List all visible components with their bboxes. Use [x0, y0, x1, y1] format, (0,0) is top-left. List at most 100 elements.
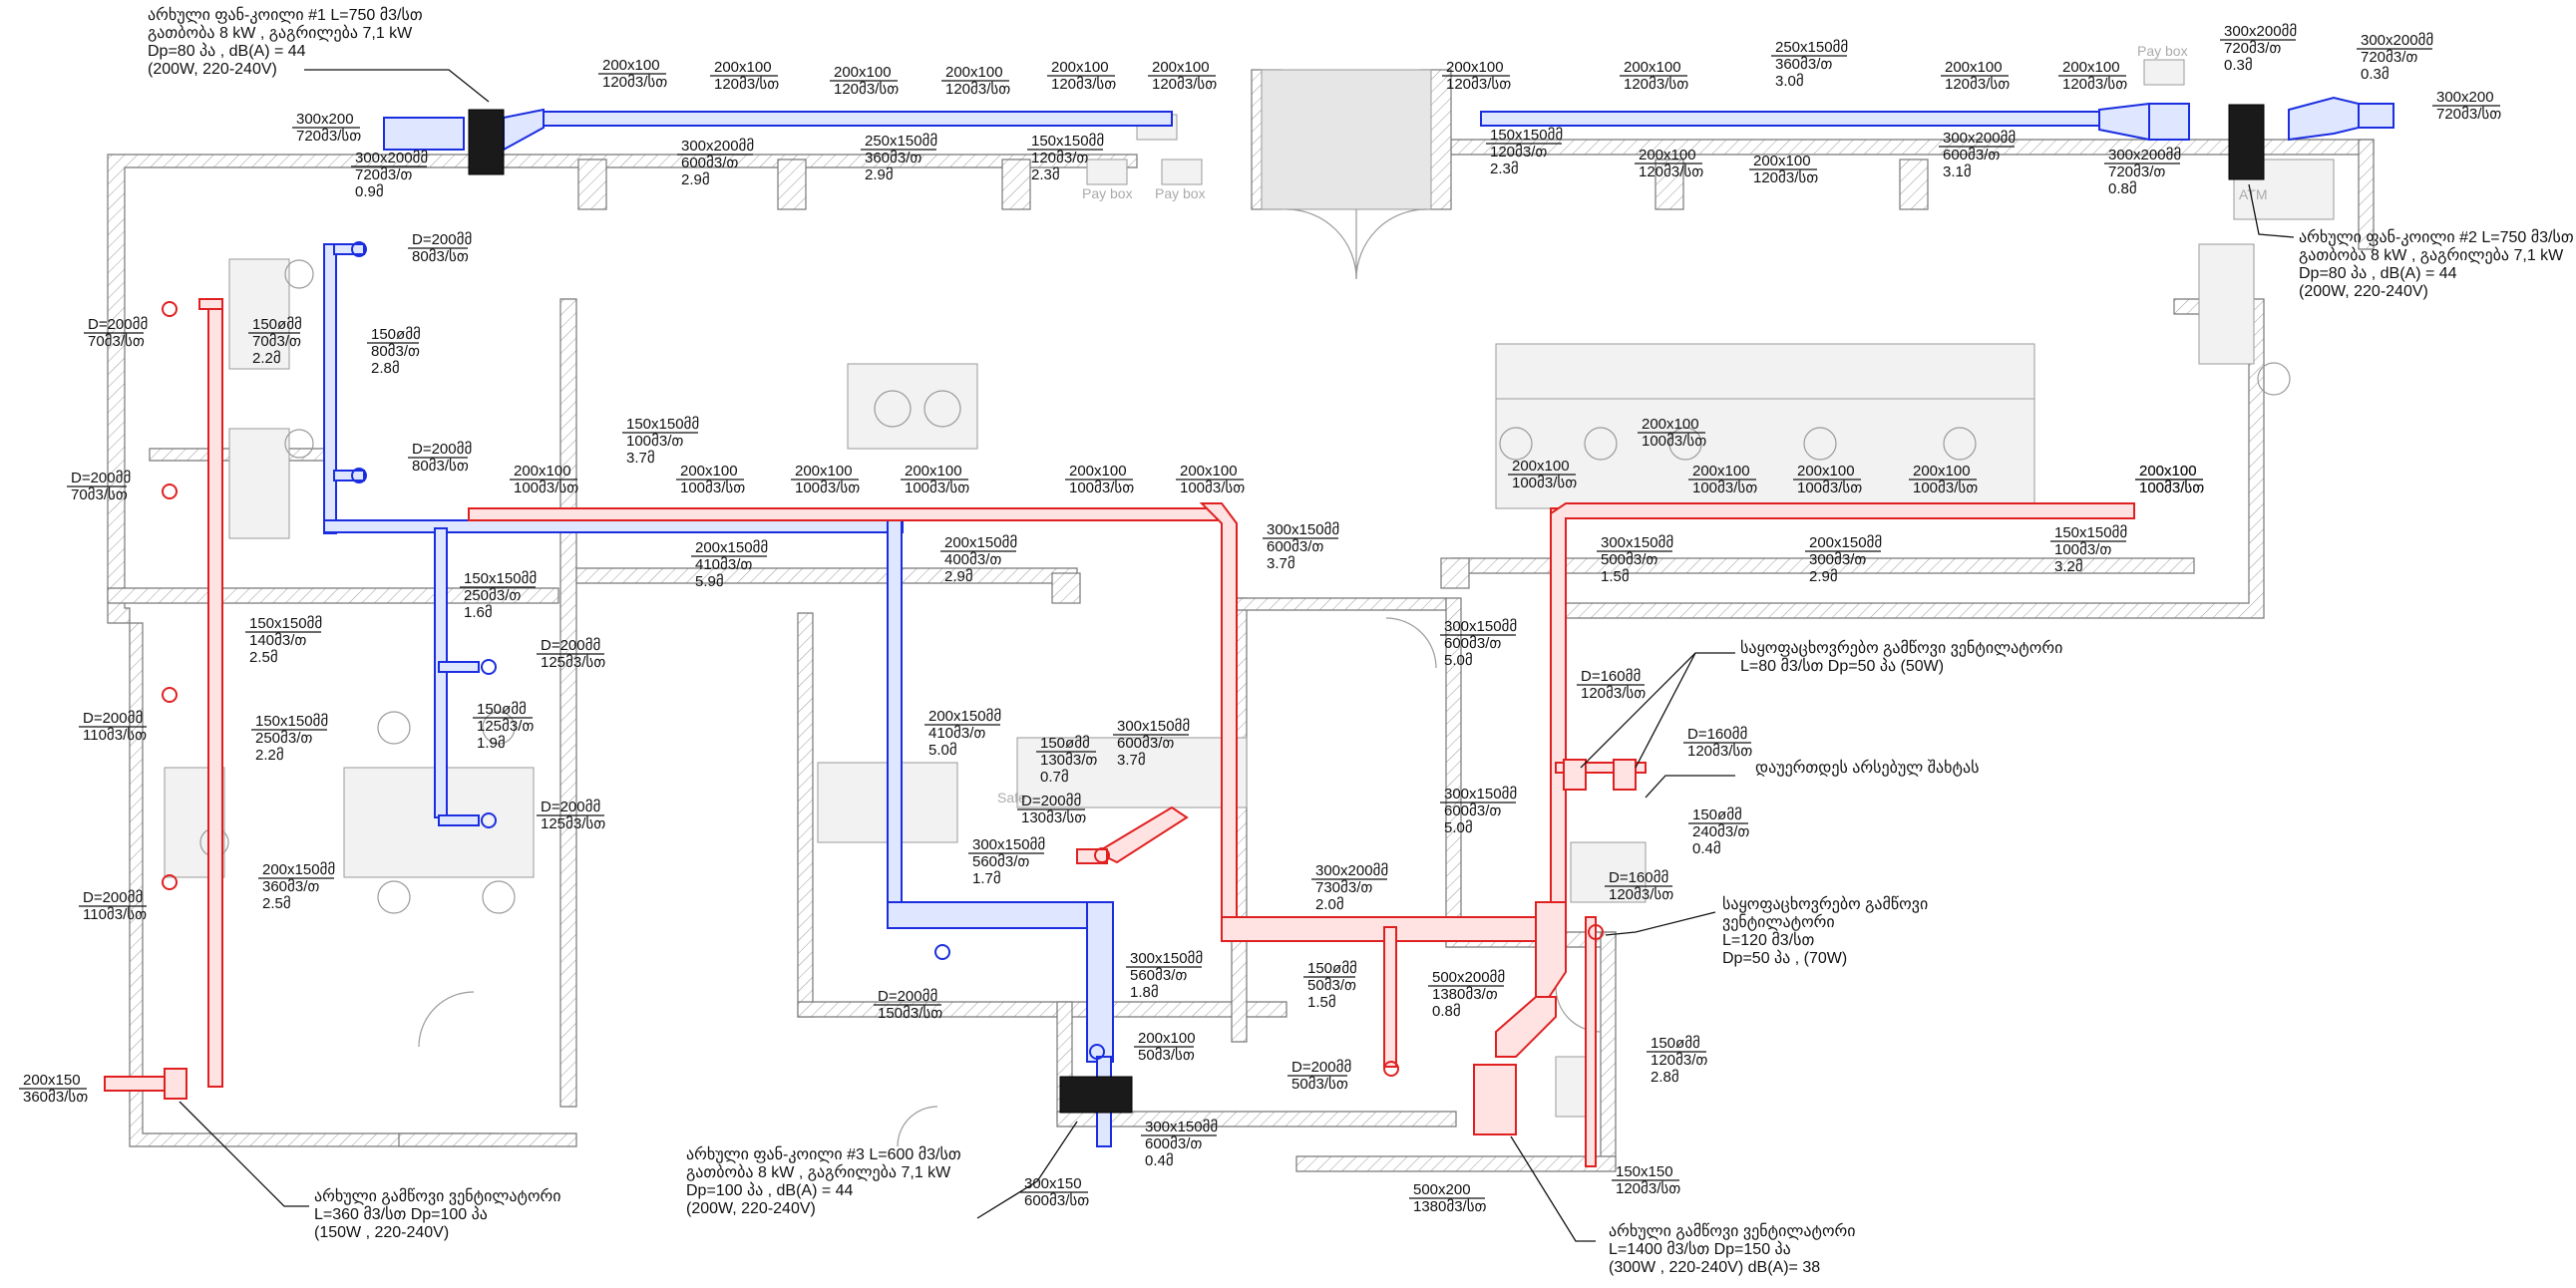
duct-label-line: 3.7მ — [1117, 752, 1146, 769]
supply-diffuser — [1383, 1061, 1399, 1077]
entrance-core — [1261, 69, 1432, 210]
duct-label-line: 100მ3/სთ — [1512, 475, 1577, 491]
fan-coil-1 — [468, 109, 505, 175]
return-diffuser — [351, 468, 367, 483]
duct-label-line: 600მ3/თ — [1117, 735, 1174, 752]
duct-label-line: 3.2მ — [2054, 558, 2083, 575]
duct-label-line: 300x150მმ — [1130, 950, 1203, 967]
chair — [482, 711, 516, 745]
duct-label-line: 730მ3/თ — [1315, 879, 1372, 896]
equipment-note-line: (200W, 220-240V) — [148, 61, 277, 78]
equipment-note-line: Dp=50 პა , (70W) — [1722, 949, 1847, 967]
duct-label-line: 3.0მ — [1775, 73, 1804, 90]
duct-label-line: 200x100 — [1913, 463, 1971, 480]
left-building-right-wall — [559, 298, 577, 1108]
duct-label-line: 300x150მმ — [1444, 618, 1517, 635]
chair — [284, 259, 314, 289]
chair — [377, 880, 411, 914]
duct-label-line: 300x200მმ — [681, 138, 754, 155]
leader-line — [1645, 775, 1735, 799]
equipment-note-line: არხული ფან-კოილი #2 L=750 მ3/სთ — [2299, 228, 2574, 246]
duct-label-line: D=200მმ — [412, 441, 472, 458]
duct-label-line: 100მ3/თ — [2054, 541, 2111, 558]
exhaust-fan — [1563, 759, 1587, 791]
duct-label-line: 360მ3/სთ — [23, 1089, 88, 1106]
duct-label-line: 80მ3/სთ — [412, 458, 469, 475]
duct-label-line: 100მ3/სთ — [905, 480, 969, 496]
column — [777, 159, 807, 210]
duct-label-line: 300x150მმ — [1117, 718, 1190, 735]
duct-label-line: 360მ3/თ — [865, 150, 921, 166]
duct-label-line: 0.8მ — [1432, 1003, 1461, 1020]
duct-label-line: 200x150მმ — [695, 539, 768, 556]
duct-label-line: 120მ3/თ — [1031, 150, 1088, 166]
duct-label-line: 120მ3/სთ — [1624, 76, 1688, 93]
duct-label-line: 100მ3/სთ — [1069, 480, 1134, 496]
duct-label-line: 150øმმ — [1040, 735, 1090, 752]
duct-label-line: 150øმმ — [1307, 960, 1357, 977]
duct-label-line: 250x150მმ — [865, 133, 937, 150]
duct-label-line: 0.8მ — [2108, 180, 2137, 197]
duct-label-line: D=160მმ — [1581, 668, 1641, 685]
duct-label-line: 720მ3/სთ — [2436, 106, 2501, 123]
return-duct — [323, 519, 904, 533]
duct-label-line: 150øმმ — [1692, 806, 1742, 823]
exhaust-fan — [1613, 759, 1637, 791]
duct-label-line: 125მ3/სთ — [541, 815, 605, 832]
duct-label-line: 300x200მმ — [355, 150, 428, 166]
fan-coil-units — [468, 104, 2265, 1114]
duct-label-line: 200x100 — [2062, 59, 2120, 76]
supply-diffuser — [162, 301, 178, 317]
duct-label-line: 80მ3/თ — [371, 343, 420, 360]
duct-label-line: 150x150მმ — [249, 615, 322, 632]
chair — [1584, 427, 1618, 461]
duct-label-line: 200x100 — [1138, 1030, 1196, 1047]
return-duct — [333, 470, 365, 482]
duct-label-line: 720მ3/სთ — [296, 128, 361, 145]
duct-label-line: 200x100 — [1446, 59, 1504, 76]
column — [1440, 557, 1470, 589]
supply-duct — [1535, 901, 1567, 1003]
supply-diffuser — [162, 874, 178, 890]
duct-label-line: 600მ3/თ — [1145, 1135, 1202, 1152]
duct-label-line: 300x200მმ — [1943, 130, 2016, 147]
duct-label-line: 1.9მ — [477, 735, 506, 752]
duct-label-line: 120მ3/სთ — [1051, 76, 1116, 93]
exhaust-fan-box — [164, 1068, 187, 1100]
furniture: Pay box Pay box Pay box ATM Safe — [164, 43, 2335, 1118]
supply-duct — [1094, 805, 1189, 864]
supply-duct — [1076, 848, 1108, 864]
equipment-note-line: L=360 მ3/სთ Dp=100 პა — [314, 1205, 488, 1223]
equipment-note: დაუერთდეს არსებულ შახტას — [1755, 759, 1979, 777]
duct-label-line: 600მ3/სთ — [1024, 1192, 1089, 1209]
duct-label-line: 300x200მმ — [2361, 32, 2433, 49]
return-diffuser — [481, 812, 497, 828]
duct-label-line: 360მ3/თ — [1775, 56, 1832, 73]
duct-label-line: D=200მმ — [1291, 1059, 1351, 1076]
